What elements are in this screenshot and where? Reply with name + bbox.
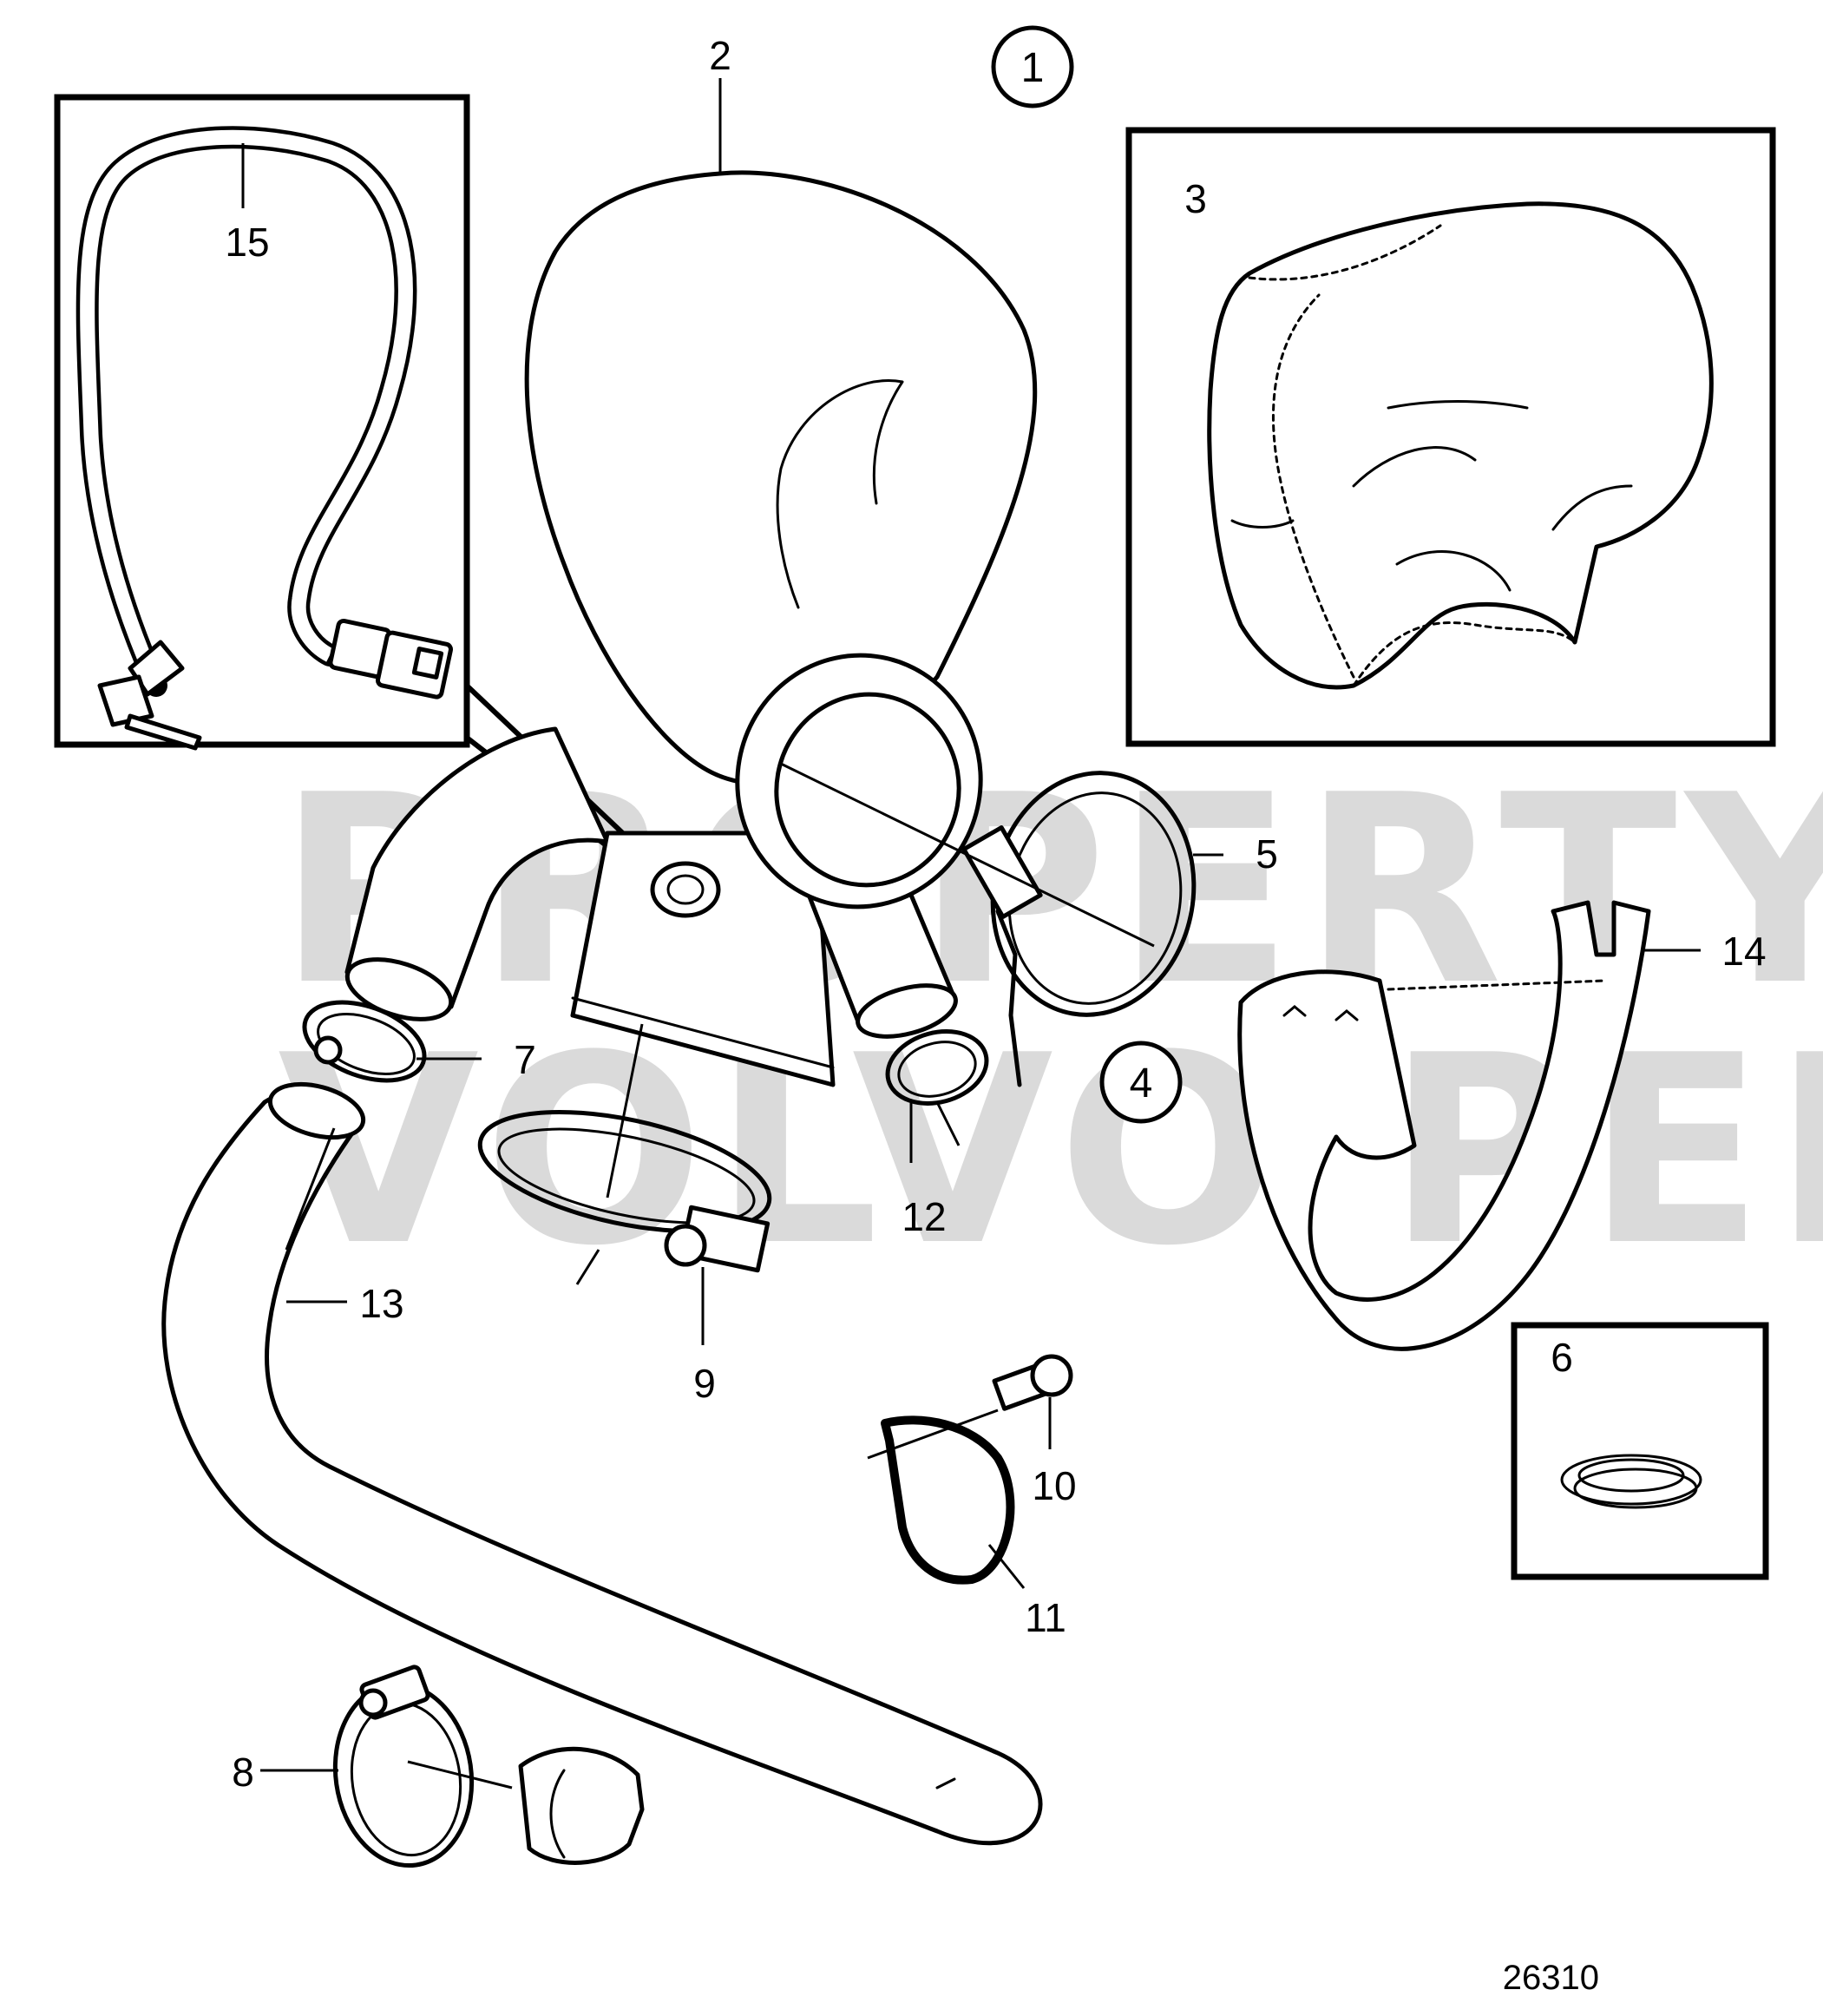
hose-clamp-12 (885, 1029, 989, 1163)
clamp-9-band (477, 1109, 772, 1234)
exhaust-hose (161, 1081, 1043, 1865)
inset-box-wire (1511, 1322, 1769, 1580)
wire-coil-3 (1577, 1458, 1685, 1493)
hose-13 (161, 1089, 1043, 1846)
insulation-cover (1207, 201, 1714, 690)
hose-13-inlet (267, 1081, 366, 1140)
elbow-inner-curve (776, 379, 904, 609)
p-clip-11 (881, 1415, 1015, 1585)
callout-15: 15 (225, 220, 269, 265)
v-band-clamp (780, 762, 1223, 1087)
band-clamp-9 (477, 1023, 772, 1345)
cover-seam-lines (1248, 224, 1577, 687)
callout-2: 2 (709, 33, 731, 78)
alignment-line-9 (606, 1023, 644, 1198)
clamp-7-screw (313, 1035, 343, 1065)
wire-coil-2 (1573, 1468, 1698, 1509)
inset-box-cover (1125, 127, 1776, 747)
callout-8: 8 (232, 1750, 254, 1795)
callout-13: 13 (359, 1281, 403, 1326)
callout-14: 14 (1721, 929, 1766, 974)
circled-label-1-text: 1 (1021, 45, 1045, 91)
clamp-5-bolt (995, 909, 1022, 1087)
hose-13-mark (935, 1777, 956, 1789)
inset-box-sensor-cable (54, 94, 470, 751)
hose-13-cuff-line (549, 1769, 566, 1859)
sensor-cable-inner (80, 129, 413, 689)
callout-5: 5 (1256, 831, 1278, 877)
sensor-probe (124, 713, 202, 751)
strap-perforation (1387, 979, 1607, 991)
clamp-8-inner (350, 1701, 462, 1857)
alignment-line-13 (285, 1127, 336, 1251)
housing-flange-line (571, 996, 835, 1069)
clamp-8-screw (358, 1688, 388, 1717)
strap-hooks (1282, 1005, 1359, 1021)
callout-11: 11 (1025, 1595, 1066, 1640)
alignment-line-9b (575, 1249, 600, 1285)
callout-6: 6 (1551, 1335, 1573, 1380)
screw-10-head (1030, 1354, 1073, 1397)
outlet-port-inner (774, 692, 961, 888)
circle-1 (991, 25, 1074, 108)
leader-12b (935, 1101, 961, 1146)
hose-clamp-7 (302, 1000, 482, 1083)
inset-frame-15 (54, 94, 470, 748)
circle-4 (1099, 1041, 1183, 1124)
elbow-left-tube (344, 726, 610, 1009)
clamp-12-band (885, 1029, 989, 1106)
exhaust-elbow (344, 78, 1038, 1087)
leader-11 (987, 1544, 1026, 1589)
callout-7: 7 (514, 1037, 536, 1082)
wire-coil-1 (1560, 1454, 1702, 1506)
clamp-12-inner (897, 1041, 977, 1098)
sensor-fitting-hole (666, 874, 705, 905)
callout-12: 12 (902, 1194, 946, 1239)
clamp-9-nut (664, 1224, 707, 1267)
clamp-7-inner (317, 1013, 416, 1075)
inset-frame-6 (1511, 1322, 1769, 1580)
hose-13-cuff (518, 1746, 645, 1865)
alignment-line-5 (780, 762, 1155, 948)
callout-3: 3 (1184, 176, 1207, 221)
heat-strap (1237, 900, 1701, 1351)
sensor-nut (97, 674, 154, 727)
right-tube-end (856, 983, 958, 1039)
callout-10: 10 (1032, 1463, 1076, 1508)
clamp-9-inner (497, 1127, 756, 1225)
inset-frame-3 (1125, 127, 1776, 747)
circled-label-1: 1 (991, 25, 1074, 108)
figure-number: 26310 (1503, 1959, 1599, 1997)
cover-fold-lines (1230, 400, 1633, 592)
screw-and-clip (867, 1354, 1073, 1589)
callouts: 2 3 5 6 7 8 9 10 11 12 13 14 15 (225, 33, 1766, 1795)
cable-plug-socket (411, 647, 444, 680)
hose-clamp-8 (260, 1665, 513, 1868)
alignment-line-8 (407, 1760, 513, 1789)
clamp-7-band (302, 1000, 427, 1083)
sensor-fitting (650, 861, 721, 918)
callout-9: 9 (693, 1361, 716, 1406)
elbow-body (524, 170, 1038, 787)
alignment-line-10 (867, 1409, 999, 1460)
circled-label-4: 4 (1099, 1041, 1183, 1124)
circled-label-4-text: 4 (1130, 1061, 1153, 1107)
